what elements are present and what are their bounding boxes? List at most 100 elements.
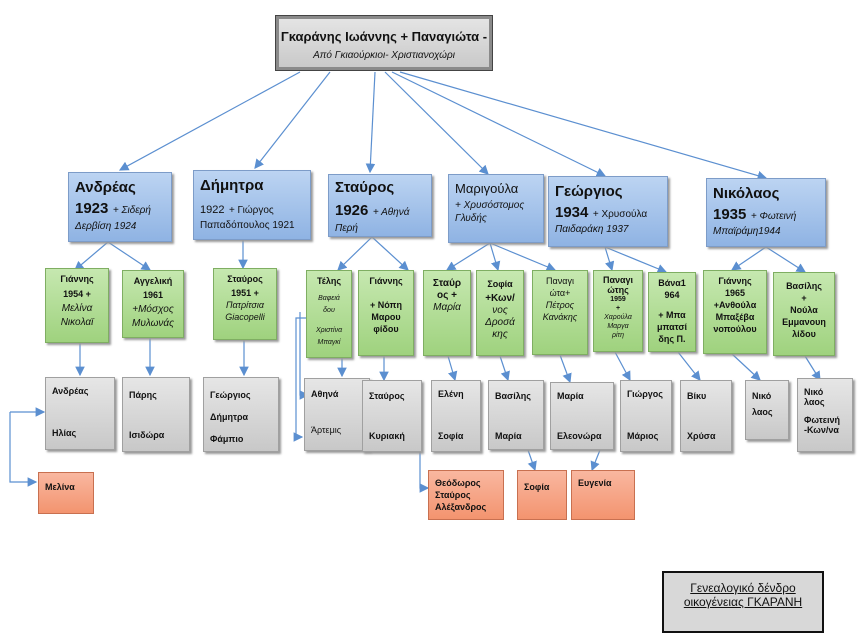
grandchild-line: 1954 + [63,289,91,299]
grandchild-line: + Νόπη [370,300,402,310]
grandchild-line: + [615,305,621,312]
grandchild-line: Δροσά [485,317,515,328]
grandchild-line: Μαρία [433,302,461,313]
child-box-andreas: Ανδρέας 1923 + Σιδερή Δερβίση 1924 [68,172,172,242]
child-name: Ανδρέας [75,179,136,196]
child-spouse: + Γιώργος [228,205,274,216]
grandchild-line: Παναγι [546,276,574,286]
child-spouse-2: Δερβίση 1924 [75,221,137,232]
grandchild-box-sofia: Σοφία +Κων/ νος Δροσά κης [476,270,524,356]
child-spouse: + Σιδερή [112,205,151,216]
root-origin: Από Γκιαούρκιοι- Χριστιανοχώρι [313,50,455,61]
great-box-nikolaos-fotini: Νικό λαος Φωτεινή -Κων/να [797,378,853,452]
great-line: Φωτεινή [804,415,841,425]
grandchild-line: Παναγι [602,275,634,285]
grandchild-line: Σταύρ [432,278,462,289]
great-line: Γεώργιος [210,390,251,400]
grandchild-line: Χαρούλα [604,314,632,321]
great-line: Μαρία [557,391,584,401]
child-box-georgios: Γεώργιος 1934 + Χρυσούλα Παιδαράκη 1937 [548,176,668,247]
grandchild-box-giannis-1954: Γιάννης 1954 + Μελίνα Νικολαϊ [45,268,109,343]
great-box-stavros-kyriaki: Σταύρος Κυριακή [362,380,422,452]
grandchild-line: Εμμανουη [782,317,826,327]
great-line: Βασίλης [495,391,531,401]
great-great-box-evgenia: Ευγενία [571,470,635,520]
great-box-vasilis-maria: Βασίλης Μαρία [488,380,544,450]
great-line: Αθηνά [311,389,339,399]
root-name: Γκαράνης Ιωάννης + Παναγιώτα - [280,29,488,44]
grandchild-line: φίδου [373,324,399,334]
great-great-line: Θεόδωρος [435,478,481,488]
great-line: Σταύρος [369,391,405,401]
child-name: Γεώργιος [555,183,623,200]
great-line: -Κων/να [804,425,839,435]
grandchild-box-telis: Τέλης Βαφειά δου Χριστίνα Μπαγκί [306,270,352,358]
grandchild-line: νος [492,305,508,316]
grandchild-box-vana: Βάνα1 964 + Μπα μπατσί δης Π. [648,272,696,352]
grandchild-box-stavros-maria: Σταύρ ος + Μαρία [423,270,471,356]
grandchild-line: κης [492,329,508,340]
grandchild-line: ρίτη [611,332,625,339]
grandchild-box-stavros-1951: Σταύρος 1951 + Πατρίτσια Giacopelli [213,268,277,340]
grandchild-line: 964 [664,290,680,300]
grandchild-line: Μελίνα [61,303,93,314]
grandchild-line: +Μόσχος [132,304,174,315]
grandchild-line: 1951 + [231,288,259,298]
grandchild-line: Πέτρος [545,300,575,310]
child-spouse-2: Παιδαράκη 1937 [555,224,629,235]
great-line: Νικό [752,391,772,401]
grandchild-box-vasilis: Βασίλης + Νούλα Εμμανουη λίδου [773,272,835,356]
great-great-line: Σταύρος [435,490,471,500]
child-year: 1934 [555,204,589,221]
child-spouse-2: Μπαϊράμη1944 [713,226,781,237]
grandchild-line: 1961 [142,290,164,300]
grandchild-line: Νικολαϊ [60,317,94,328]
great-line: λαος [752,407,773,417]
great-box-viky-chrysa: Βίκυ Χρύσα [680,380,732,452]
child-box-stavros: Σταύρος 1926 + Αθηνά Περή [328,174,432,237]
grandchild-line: Μυλωνάς [132,318,174,329]
great-line: Δήμητρα [210,412,249,422]
great-line: Μαρία [495,431,522,441]
great-line: Γιώργος [627,389,663,399]
great-line: Ελένη [438,389,464,399]
grandchild-line: Βασίλης [786,281,822,291]
great-great-line: Ευγενία [578,478,612,488]
diagram-title-line1: Γενεαλογικό δένδρο [690,581,796,595]
great-great-box-melina: Μελίνα [38,472,94,514]
great-great-line: Αλέξανδρος [435,502,487,512]
grandchild-box-panagiota: Παναγι ώτα+ Πέτρος Κανάκης [532,270,588,355]
great-box-paris-isidora: Πάρης Ισιδώρα [122,377,190,452]
great-great-box-theodoros: Θεόδωρος Σταύρος Αλέξανδρος [428,470,504,520]
grandchild-line: Πατρίτσια [226,300,264,310]
child-spouse: + Φωτεινή [750,211,797,222]
grandchild-line: νοπούλου [713,324,757,334]
grandchild-line: δης Π. [658,334,686,344]
child-year: 1935 [713,206,747,223]
grandchild-line: Χριστίνα [315,327,343,334]
great-line: Χρύσα [687,431,716,441]
child-spouse: + Χρυσούλα [592,209,648,220]
grandchild-line: Giacopelli [225,312,265,322]
grandchild-line: Βάνα1 [658,278,686,288]
child-box-marigoula: Μαριγούλα + Χρυσόστομος Γλυδής [448,174,544,243]
great-box-andreas-ilias: Ανδρέας Ηλίας [45,377,115,450]
great-box-maria-eleonora: Μαρία Ελεονώρα [550,382,614,450]
great-great-box-sofia: Σοφία [517,470,567,520]
great-line: Κυριακή [369,431,405,441]
child-spouse: + Χρυσόστομος [455,200,525,211]
child-box-dimitra: Δήμητρα 1922 + Γιώργος Παπαδόπουλος 1921 [193,170,311,240]
great-box-georgios-dimitra-fabio: Γεώργιος Δήμητρα Φάμπιο [203,377,279,452]
child-name: Νικόλαος [713,185,780,202]
grandchild-line: λίδου [792,329,816,339]
grandchild-line: Μαρου [371,312,401,322]
grandchild-line: Αγγελική [133,276,173,286]
grandchild-line: μπατσί [656,322,688,332]
grandchild-line: Μπαγκί [317,339,341,346]
grandchild-box-giannis-nopi: Γιάννης + Νόπη Μαρου φίδου [358,270,414,356]
child-spouse-2: Γλυδής [455,213,487,224]
grandchild-line: Σοφία [487,279,513,289]
diagram-title-box: Γενεαλογικό δένδρο οικογένειας ΓΚΑΡΑΝΗ [662,571,824,633]
great-line: Ανδρέας [52,386,89,396]
child-name: Δήμητρα [200,177,264,194]
